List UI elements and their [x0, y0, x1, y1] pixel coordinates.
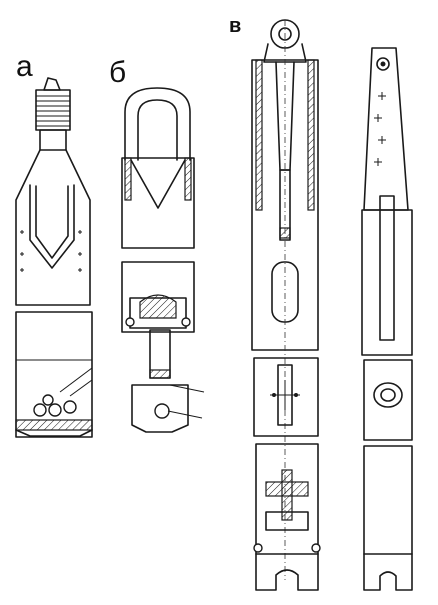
tool-v-window-section: [363, 359, 413, 441]
tool-v-eye: [376, 57, 390, 71]
tool-v-middle-section: [253, 357, 319, 437]
tool-a-nozzle: [43, 77, 61, 91]
tool-b-upper-body: [121, 157, 195, 249]
tool-v-lower-tube: [363, 445, 413, 555]
label-a: а: [16, 50, 33, 83]
tool-a-lower-tube: [15, 311, 93, 438]
label-b: б: [109, 56, 127, 89]
tool-v-tapered-head: [363, 47, 409, 211]
tool-b-bailer: [121, 87, 205, 433]
tool-a-rivets: [20, 230, 82, 272]
tool-v-feet: [255, 553, 319, 591]
tool-v-rivets: [374, 92, 386, 166]
tool-v-external-view: [361, 47, 413, 591]
tool-a-bailer: [15, 77, 93, 438]
tool-b-lower-body: [121, 261, 195, 333]
label-v: в: [229, 15, 242, 37]
tool-b-bail-handle: [124, 87, 191, 161]
tool-a-ball-valve: [15, 367, 93, 437]
tool-b-foot: [131, 384, 189, 433]
tool-v-lower-section: [255, 443, 319, 555]
tool-v-feet-ext: [363, 553, 413, 591]
tool-v-sectional-view: [251, 19, 321, 591]
tool-v-slot: [379, 195, 395, 341]
